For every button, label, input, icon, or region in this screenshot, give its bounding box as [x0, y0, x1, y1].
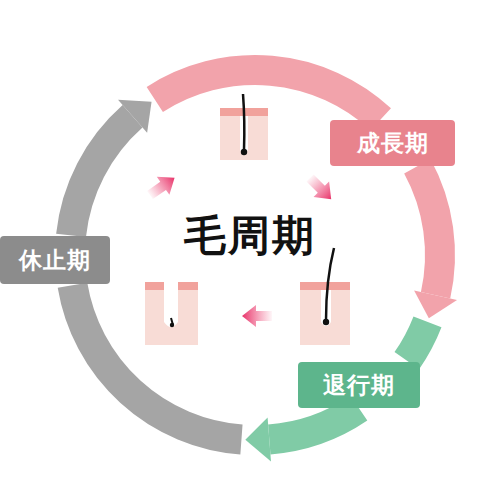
arrow-head [414, 290, 457, 318]
ring-segment [417, 166, 440, 295]
skin-section [220, 94, 268, 160]
phase-box: 成長期 [330, 120, 455, 166]
skin-block [145, 282, 198, 345]
phase-box: 退行期 [298, 362, 420, 408]
hair-shaft [243, 94, 244, 150]
ring-segment [269, 408, 359, 439]
arrow-shape [242, 305, 272, 327]
progress-arrow [242, 305, 272, 327]
hair-shaft [326, 248, 334, 320]
arrow-shape [144, 169, 181, 204]
ring-segment [155, 70, 381, 119]
skin-surface [300, 282, 350, 290]
hair-bulb [323, 319, 329, 325]
skin-section [145, 282, 198, 345]
progress-arrow [144, 169, 181, 204]
arrow-head [118, 100, 152, 133]
phase-label: 退行期 [323, 370, 395, 401]
hair-bulb [241, 149, 247, 155]
ring-segment [407, 322, 428, 361]
follicle [164, 282, 178, 327]
hair-bulb [170, 323, 174, 327]
phase-label: 休止期 [19, 245, 91, 276]
ring-segment [71, 116, 133, 235]
diagram-title: 毛周期 [140, 208, 360, 264]
skin-section [300, 248, 350, 345]
arrow-shape [302, 170, 339, 207]
progress-arrow [302, 170, 339, 207]
phase-label: 成長期 [357, 128, 429, 159]
arrow-head [245, 418, 271, 462]
cycle-arrow [407, 166, 457, 360]
phase-box: 休止期 [0, 236, 110, 284]
